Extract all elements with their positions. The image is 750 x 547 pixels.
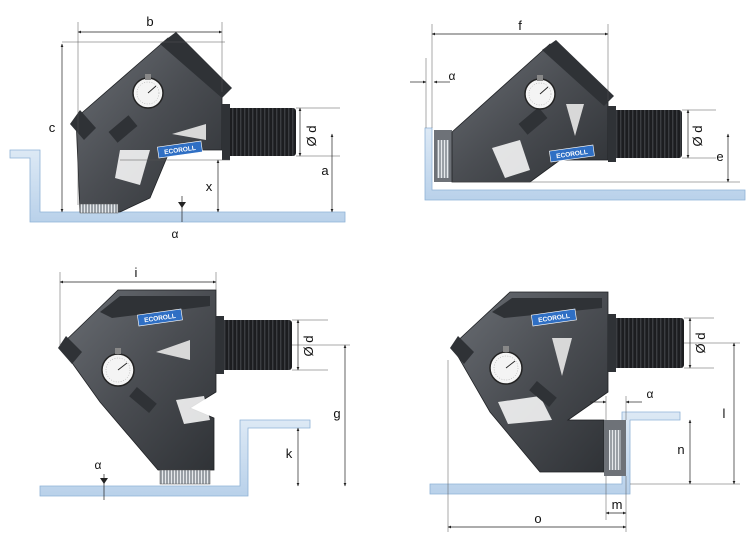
triangle-mark	[172, 124, 206, 140]
dim-label-l: l	[723, 406, 726, 421]
shank-v3	[216, 320, 292, 370]
dial-gauge-icon	[132, 74, 164, 109]
dial-gauge-icon	[524, 75, 556, 110]
dim-label-g: g	[333, 406, 340, 421]
shank-v4	[608, 318, 684, 368]
triangle-mark	[552, 338, 572, 376]
ecoroll-logo: ECOROLL	[531, 308, 577, 327]
dim-label-a-v1: a	[321, 163, 329, 178]
dim-label-alpha-v3: α	[95, 458, 102, 472]
workpiece-v1	[9, 149, 346, 223]
dim-label-d-v1: Ø d	[304, 126, 319, 147]
triangle-mark	[566, 104, 584, 136]
roller-v1	[79, 203, 119, 214]
view-3: ECOROLL i Ø d g k α	[39, 265, 350, 500]
roller-v3	[159, 469, 211, 485]
dim-label-n: n	[677, 442, 684, 457]
dim-label-f: f	[518, 18, 522, 33]
dim-label-m: m	[612, 497, 623, 512]
triangle-mark	[156, 340, 190, 360]
dial-gauge-icon	[489, 346, 523, 385]
dim-label-alpha-v2: α	[449, 69, 456, 83]
svg-text:ECOROLL: ECOROLL	[164, 145, 196, 156]
ecoroll-logo: ECOROLL	[549, 144, 595, 163]
tool-body-v1	[70, 32, 232, 213]
workpiece-v3	[39, 419, 311, 497]
dial-gauge-icon	[101, 348, 135, 387]
view-4: ECOROLL Ø d l n α o m	[429, 291, 740, 532]
dim-label-alpha-v4: α	[647, 387, 654, 401]
dim-label-i: i	[135, 265, 138, 280]
dim-label-o: o	[534, 511, 541, 526]
view-1: ECOROLL b c Ø d a x α	[9, 14, 346, 241]
dim-label-k: k	[286, 446, 293, 461]
dim-label-b: b	[146, 14, 153, 29]
tool-body-v3	[58, 289, 217, 471]
dim-label-e: e	[716, 149, 723, 164]
dim-label-alpha-v1: α	[172, 227, 179, 241]
shank-v1	[222, 108, 296, 156]
ecoroll-logo: ECOROLL	[157, 140, 203, 159]
svg-text:ECOROLL: ECOROLL	[556, 149, 588, 160]
dim-label-d-v3: Ø d	[301, 336, 316, 357]
dim-label-x: x	[206, 179, 213, 194]
ecoroll-logo: ECOROLL	[137, 308, 183, 327]
tool-body-v4	[450, 291, 609, 473]
tool-body-v2	[451, 40, 614, 183]
shank-v2	[608, 110, 682, 158]
view-2: ECOROLL f α Ø d e	[410, 18, 746, 201]
svg-text:ECOROLL: ECOROLL	[144, 313, 176, 324]
svg-text:ECOROLL: ECOROLL	[538, 313, 570, 324]
dim-label-d-v2: Ø d	[690, 126, 705, 147]
dim-label-c: c	[49, 120, 56, 135]
